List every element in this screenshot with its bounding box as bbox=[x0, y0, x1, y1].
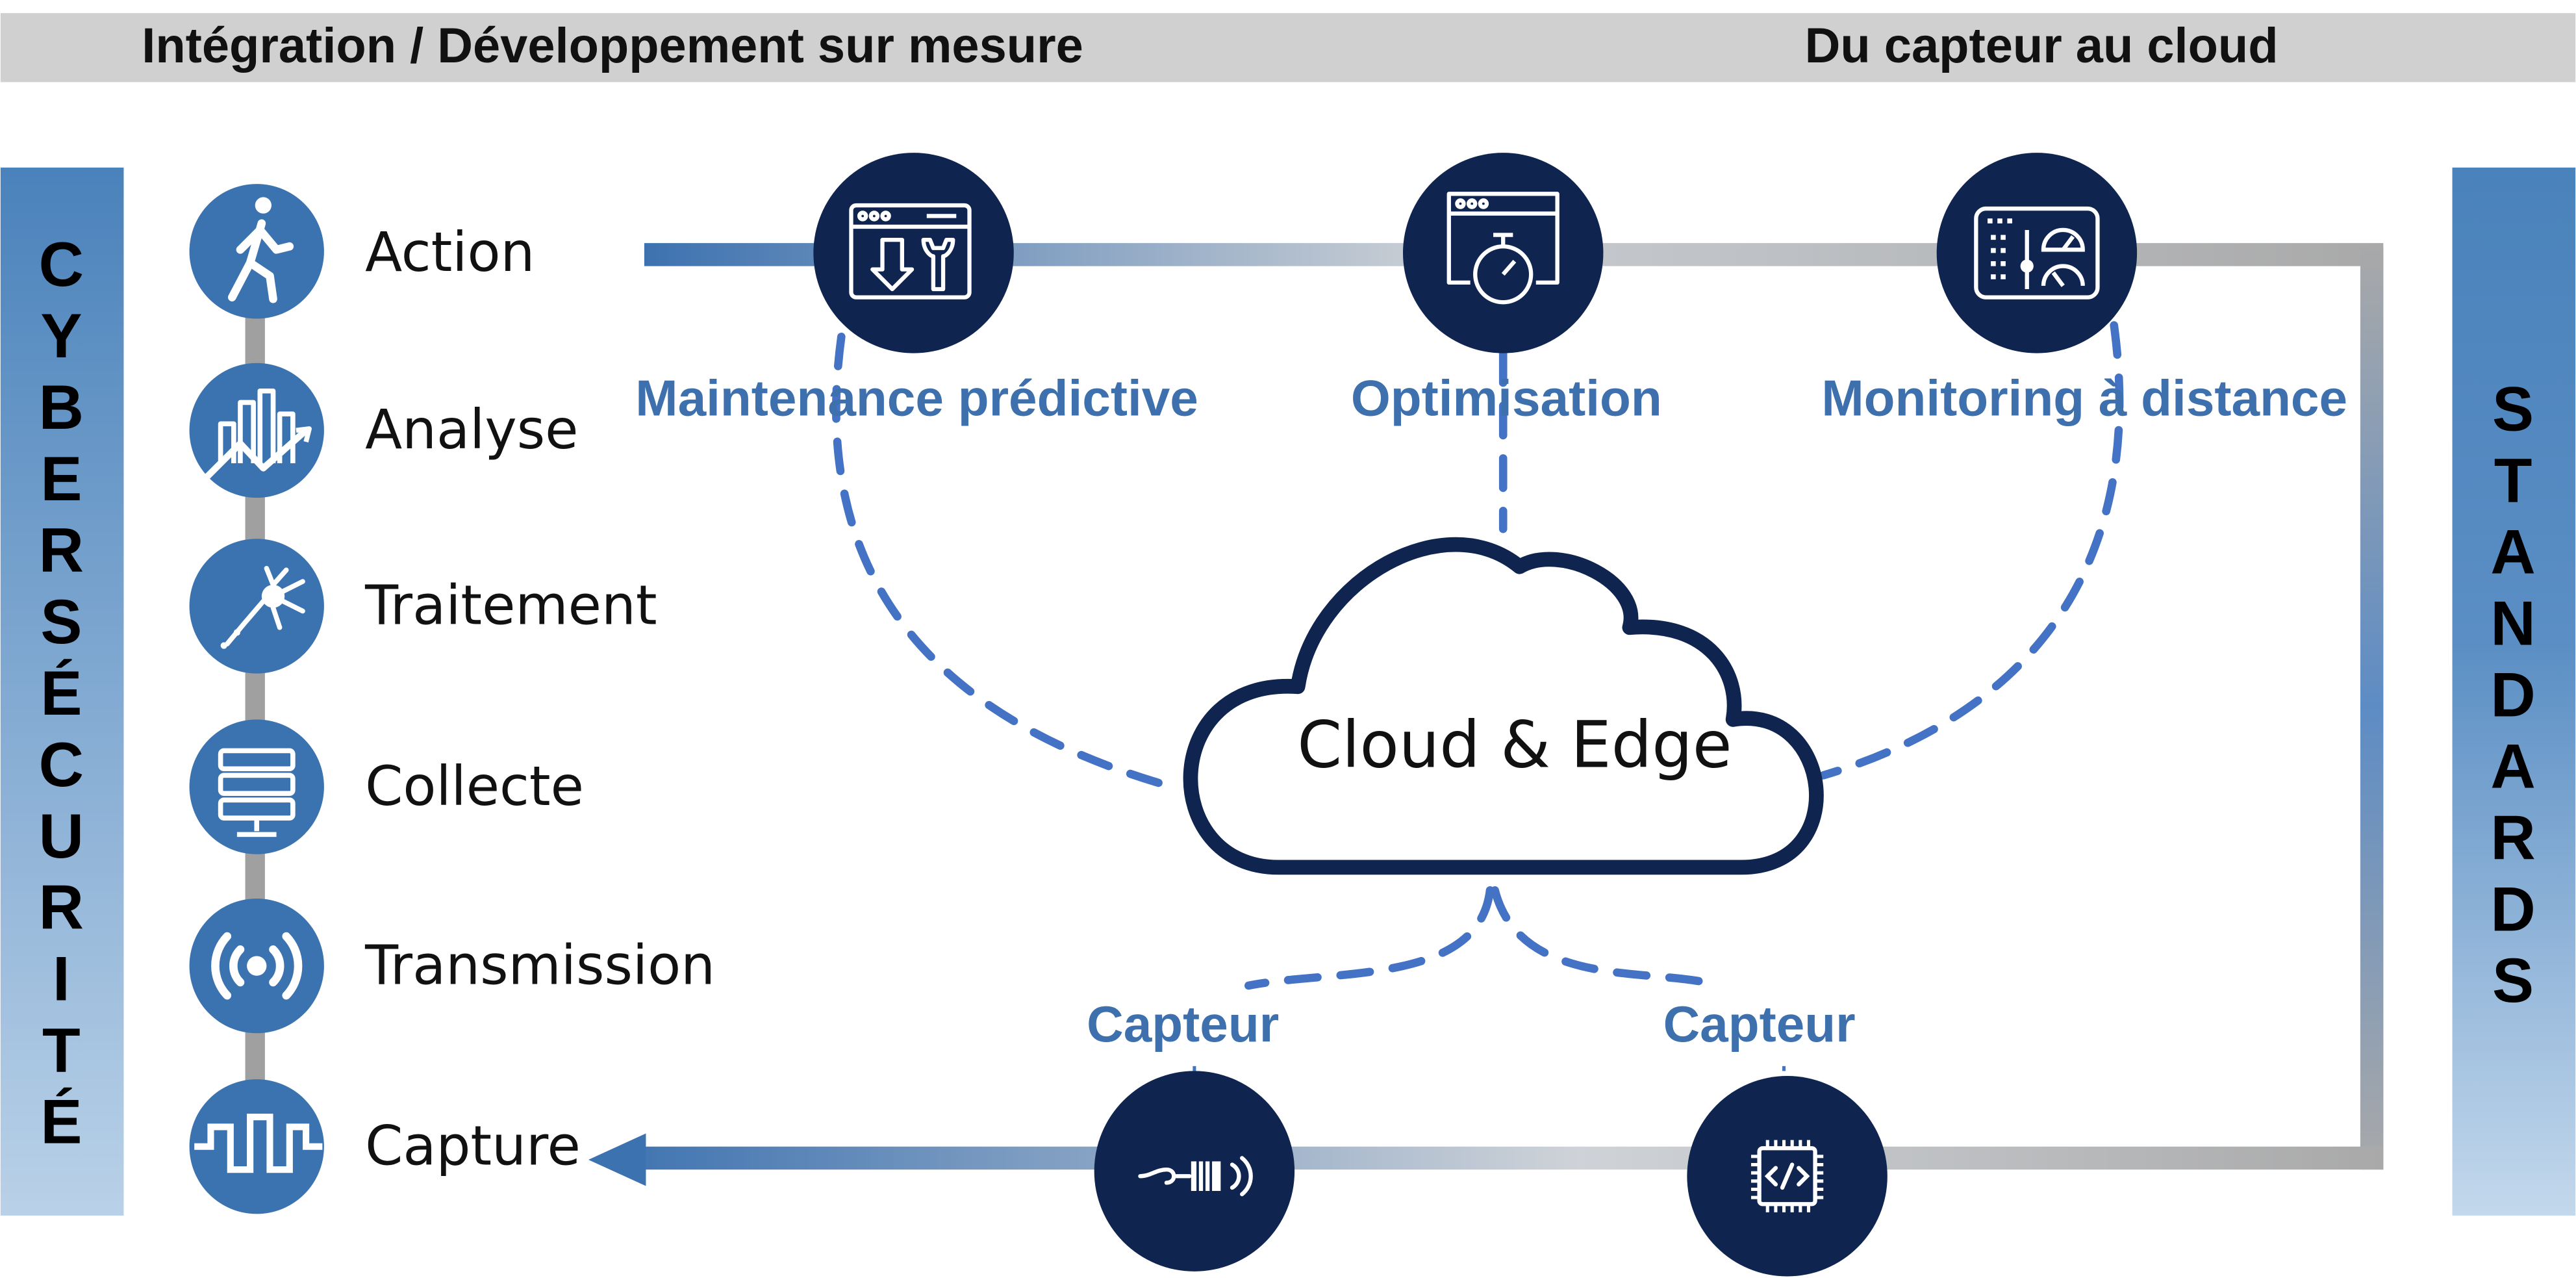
standards-letter: D bbox=[2490, 875, 2535, 944]
use-case-monitoring: Monitoring à distance bbox=[1821, 153, 2347, 427]
cloud-shape bbox=[1183, 537, 1824, 875]
cybersecurity-letter: C bbox=[39, 730, 84, 800]
dash-monitoring-cloud bbox=[1819, 321, 2124, 780]
header-band bbox=[0, 13, 2576, 83]
cybersecurity-letter: É bbox=[40, 659, 82, 728]
standards-letter: T bbox=[2494, 446, 2532, 515]
use-case-optimisation: Optimisation bbox=[1351, 153, 1662, 427]
sensor-chip: Capteur bbox=[1663, 995, 1888, 1277]
probe-sensor-icon bbox=[1138, 1156, 1253, 1197]
stage-label-capture: Capture bbox=[365, 1115, 581, 1178]
cybersecurity-letter: U bbox=[39, 802, 84, 871]
use-case-label-maintenance: Maintenance prédictive bbox=[635, 370, 1198, 427]
sensor-label-right: Capteur bbox=[1663, 995, 1856, 1053]
standards-letter: N bbox=[2490, 589, 2535, 658]
standards-bar bbox=[2452, 167, 2576, 1216]
cybersecurity-letter: T bbox=[42, 1016, 81, 1086]
stage-label-transmission: Transmission bbox=[364, 934, 715, 997]
cloud-label: Cloud & Edge bbox=[1297, 708, 1732, 783]
walking-person-icon bbox=[227, 197, 294, 303]
neuron-icon bbox=[220, 565, 305, 649]
dashboard-panel-icon bbox=[1974, 206, 2100, 300]
header-left-title: Intégration / Développement sur mesure bbox=[142, 18, 1083, 73]
standards-letter: D bbox=[2490, 660, 2535, 730]
standards-letter: S bbox=[2492, 374, 2534, 444]
standards-letter: A bbox=[2490, 517, 2535, 587]
cybersecurity-bar bbox=[0, 167, 124, 1216]
bar-chart-trend-icon bbox=[201, 388, 312, 482]
cybersecurity-letter: S bbox=[40, 587, 82, 657]
dash-cloud-sensor-right bbox=[1491, 886, 1710, 987]
use-case-label-monitoring: Monitoring à distance bbox=[1821, 370, 2347, 427]
server-rack-icon bbox=[218, 748, 296, 837]
sensor-label-left: Capteur bbox=[1087, 995, 1279, 1053]
dash-maintenance-cloud bbox=[832, 332, 1171, 789]
cybersecurity-letter: É bbox=[40, 1088, 82, 1157]
cybersecurity-letter: I bbox=[53, 945, 70, 1014]
stopwatch-window-icon bbox=[1446, 192, 1559, 305]
stage-label-collecte: Collecte bbox=[365, 755, 584, 818]
cybersecurity-letter: B bbox=[39, 373, 84, 442]
stage-capture: Capture bbox=[189, 1079, 581, 1214]
stage-analyse: Analyse bbox=[189, 363, 579, 498]
standards-letter: A bbox=[2490, 732, 2535, 801]
standards-letter: S bbox=[2492, 946, 2534, 1016]
stage-collecte: Collecte bbox=[189, 719, 584, 854]
cybersecurity-letter: C bbox=[39, 230, 84, 300]
stage-action: Action bbox=[189, 184, 535, 319]
microchip-icon bbox=[1750, 1140, 1824, 1212]
square-wave-icon bbox=[194, 1114, 323, 1173]
header-right-title: Du capteur au cloud bbox=[1805, 18, 2279, 73]
sensor-probe: Capteur bbox=[1087, 995, 1295, 1272]
stage-transmission: Transmission bbox=[189, 898, 715, 1034]
stage-label-traitement: Traitement bbox=[364, 574, 657, 637]
cybersecurity-letter: E bbox=[40, 444, 82, 514]
stage-label-action: Action bbox=[365, 221, 535, 284]
maintenance-window-icon bbox=[849, 203, 972, 300]
stage-traitement: Traitement bbox=[189, 539, 657, 674]
flow-arrow-head bbox=[588, 1133, 646, 1186]
cybersecurity-letter: R bbox=[39, 873, 84, 943]
use-case-label-optimisation: Optimisation bbox=[1351, 370, 1662, 427]
cybersecurity-letter: Y bbox=[40, 301, 82, 371]
use-case-maintenance: Maintenance prédictive bbox=[635, 153, 1198, 427]
stage-label-analyse: Analyse bbox=[365, 398, 578, 461]
wireless-signal-icon bbox=[211, 932, 303, 1000]
standards-letter: R bbox=[2490, 803, 2535, 873]
cybersecurity-letter: R bbox=[39, 516, 84, 585]
dash-cloud-sensor-left bbox=[1244, 886, 1495, 990]
